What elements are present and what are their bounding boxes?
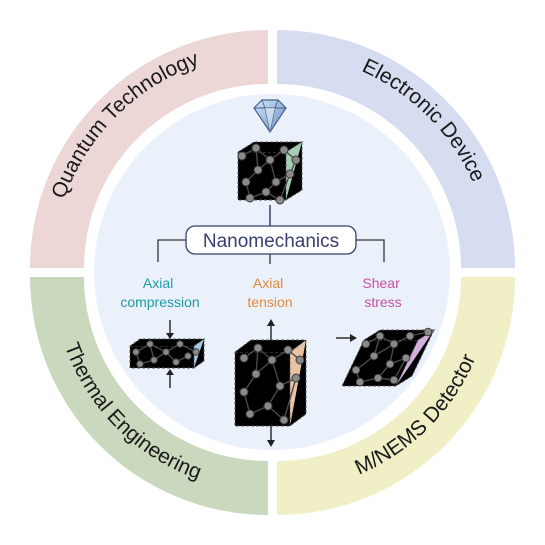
crystal-axial-tension xyxy=(234,319,308,447)
ring-quadrant-thermal xyxy=(30,277,268,515)
crystal-axial-compression xyxy=(129,320,206,388)
ring-quadrant-electronic xyxy=(277,30,515,268)
mode-label-tension: Axial tension xyxy=(247,275,292,310)
branch-connector-right xyxy=(356,239,385,262)
branch-connector xyxy=(157,239,186,262)
crystal-unit-cell-top xyxy=(237,141,304,205)
diamond-icon xyxy=(253,99,287,134)
ring-quadrant-quantum xyxy=(30,30,268,268)
mode-label-shear: Shear stress xyxy=(362,275,403,310)
nanomechanics-box xyxy=(185,225,357,255)
mode-label-compression: Axial compression xyxy=(120,275,199,310)
ring-quadrant-mems xyxy=(277,277,515,515)
center-title: Nanomechanics xyxy=(203,231,339,252)
crystal-shear-stress xyxy=(336,327,436,387)
